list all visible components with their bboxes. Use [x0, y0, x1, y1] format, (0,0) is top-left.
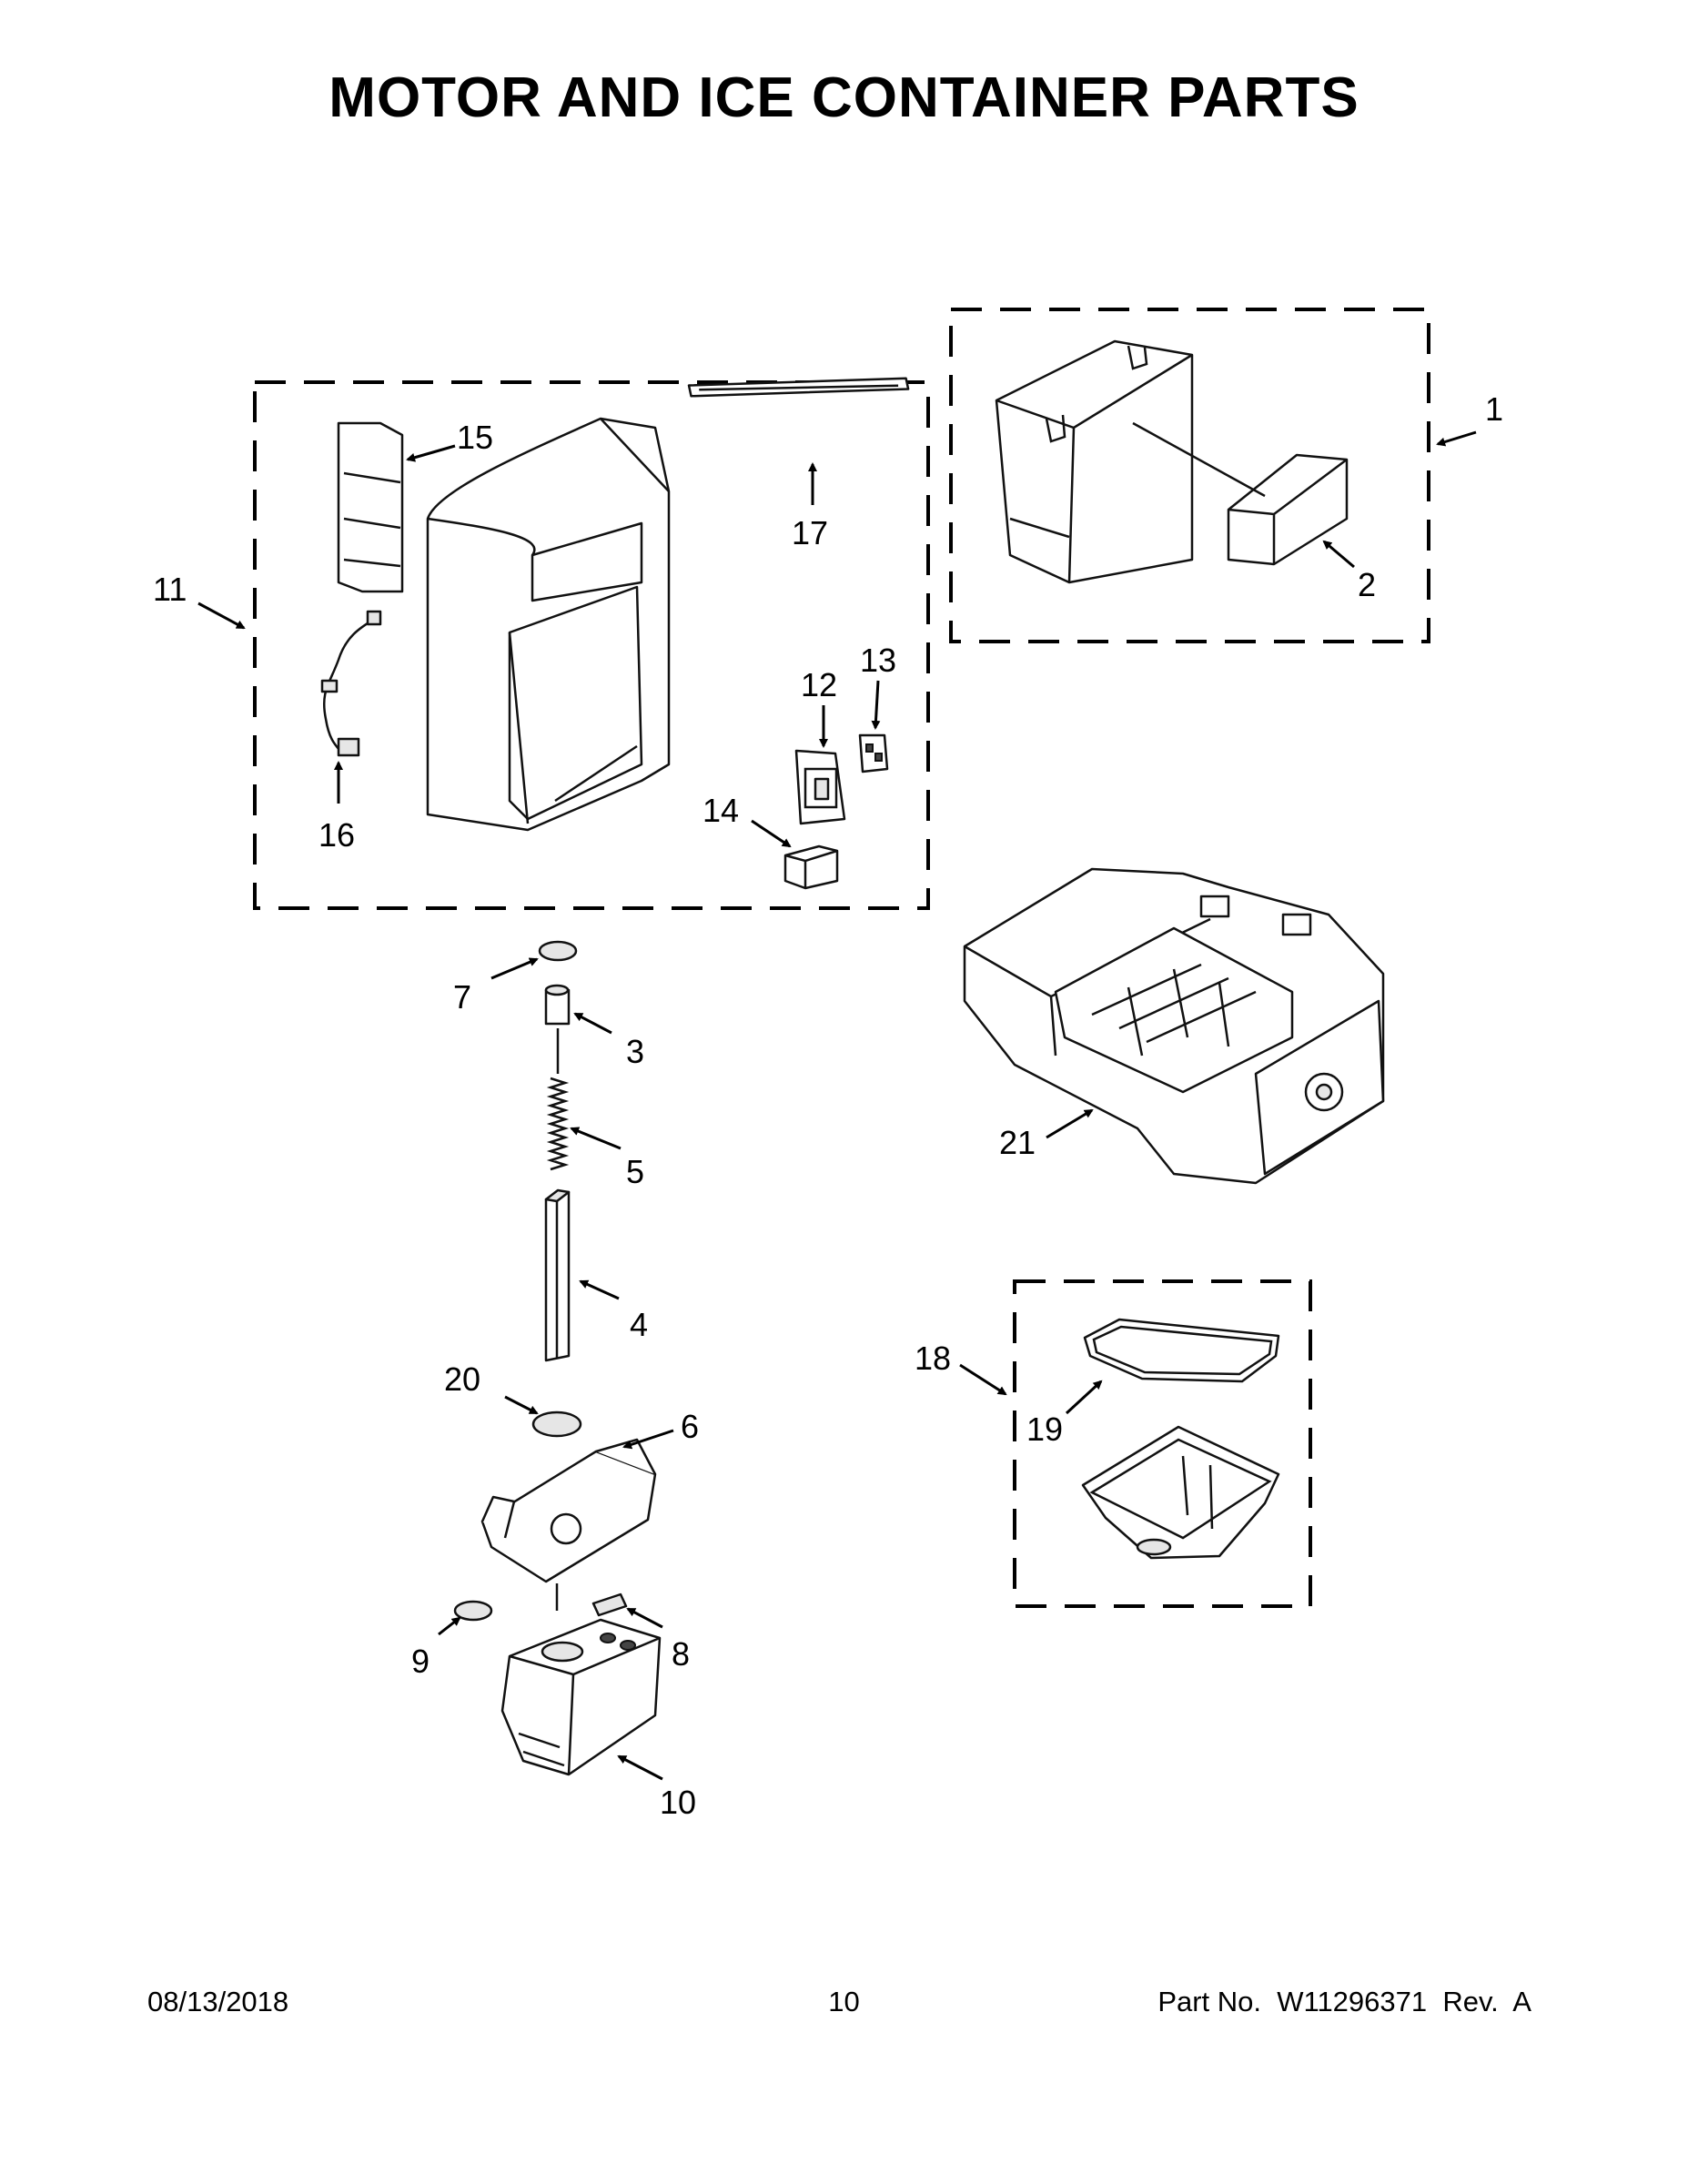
arrow-9: [438, 1616, 461, 1636]
arrow-18: [959, 1363, 1007, 1396]
callout-7: 7: [453, 978, 471, 1016]
part-12-bracket: [794, 749, 846, 825]
part-2-cradle: [1132, 421, 1349, 566]
callout-labels: 1 2 3 4 5 6 7 8 9 10 11 12 13 14 15 16 1…: [153, 390, 1503, 1821]
callout-20: 20: [444, 1360, 480, 1398]
callout-11: 11: [153, 571, 187, 608]
callout-15: 15: [457, 419, 493, 456]
part-6-mount-bracket: [480, 1438, 657, 1611]
group-box-11: [253, 380, 930, 910]
footer-date: 08/13/2018: [147, 1986, 289, 2017]
part-10-motor: [500, 1618, 662, 1776]
part-16-wire-harness: [320, 610, 382, 757]
arrow-20: [504, 1395, 539, 1415]
part-20-disc: [531, 1410, 582, 1438]
callout-12: 12: [801, 666, 837, 703]
arrow-11: [197, 602, 246, 630]
part-11-housing: [426, 417, 671, 832]
arrow-15: [406, 444, 456, 462]
part-13-switch: [858, 733, 889, 774]
part-4-shaft: [544, 1188, 571, 1362]
leader-arrows: [197, 430, 1477, 1781]
arrow-6: [622, 1429, 674, 1450]
arrow-1: [1436, 430, 1477, 447]
arrow-19: [1065, 1380, 1103, 1415]
arrow-8: [626, 1607, 663, 1629]
page-title: MOTOR AND ICE CONTAINER PARTS: [329, 66, 1359, 129]
part-21-ice-maker: [963, 867, 1385, 1185]
part-19-gasket: [1083, 1318, 1280, 1383]
part-3-coupler: [544, 984, 571, 1026]
callout-21: 21: [999, 1124, 1036, 1161]
arrow-7: [490, 957, 539, 980]
callout-8: 8: [672, 1635, 690, 1673]
part-8-pad: [591, 1592, 628, 1617]
footer-part-number: Part No. W11296371 Rev. A: [1157, 1986, 1531, 2017]
callout-19: 19: [1026, 1410, 1063, 1448]
arrow-14: [751, 819, 792, 848]
arrow-10: [617, 1754, 663, 1781]
callout-3: 3: [626, 1033, 644, 1070]
arrow-13: [871, 680, 881, 730]
callout-10: 10: [660, 1784, 696, 1821]
callout-1: 1: [1485, 390, 1503, 428]
group-box-18: [1013, 1279, 1312, 1608]
part-14-relay: [783, 844, 839, 890]
part-17-strip: [687, 377, 910, 398]
arrow-3: [573, 1012, 612, 1035]
arrow-2: [1322, 540, 1355, 569]
arrow-5: [570, 1127, 622, 1150]
callout-14: 14: [702, 792, 739, 829]
callout-9: 9: [411, 1643, 430, 1680]
part-5-spring: [546, 1028, 570, 1171]
footer-page-number: 10: [828, 1986, 860, 2017]
callout-16: 16: [318, 816, 355, 854]
part-1-ice-bucket: [995, 339, 1194, 584]
part-7-washer: [538, 940, 578, 962]
callout-6: 6: [681, 1408, 699, 1445]
callout-4: 4: [630, 1306, 648, 1343]
part-18-chute-housing: [1081, 1425, 1280, 1560]
arrow-21: [1046, 1108, 1094, 1139]
callout-18: 18: [915, 1340, 951, 1377]
group-box-1: [949, 308, 1430, 643]
callout-5: 5: [626, 1153, 644, 1190]
callout-2: 2: [1358, 566, 1376, 603]
callout-17: 17: [792, 514, 828, 551]
part-15-vent-panel: [337, 421, 404, 593]
part-9-washer: [453, 1600, 493, 1622]
arrow-4: [579, 1279, 620, 1300]
callout-13: 13: [860, 642, 896, 679]
